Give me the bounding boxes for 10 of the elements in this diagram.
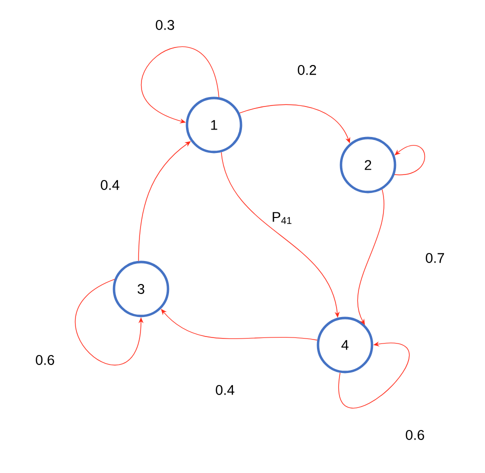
edge-label: 0.4 [214,384,236,396]
edge-label: 0.4 [99,179,121,191]
edge-label: 0.3 [154,19,176,31]
edge-label: P$_{41}$ [270,211,294,225]
edge-label: 0.6 [404,429,426,441]
arrow [394,145,426,175]
edge-label: 0.6 [34,354,56,366]
arrow [141,46,220,124]
edge-label: 0.2 [296,64,318,76]
edge-label: 0.7 [424,252,446,264]
